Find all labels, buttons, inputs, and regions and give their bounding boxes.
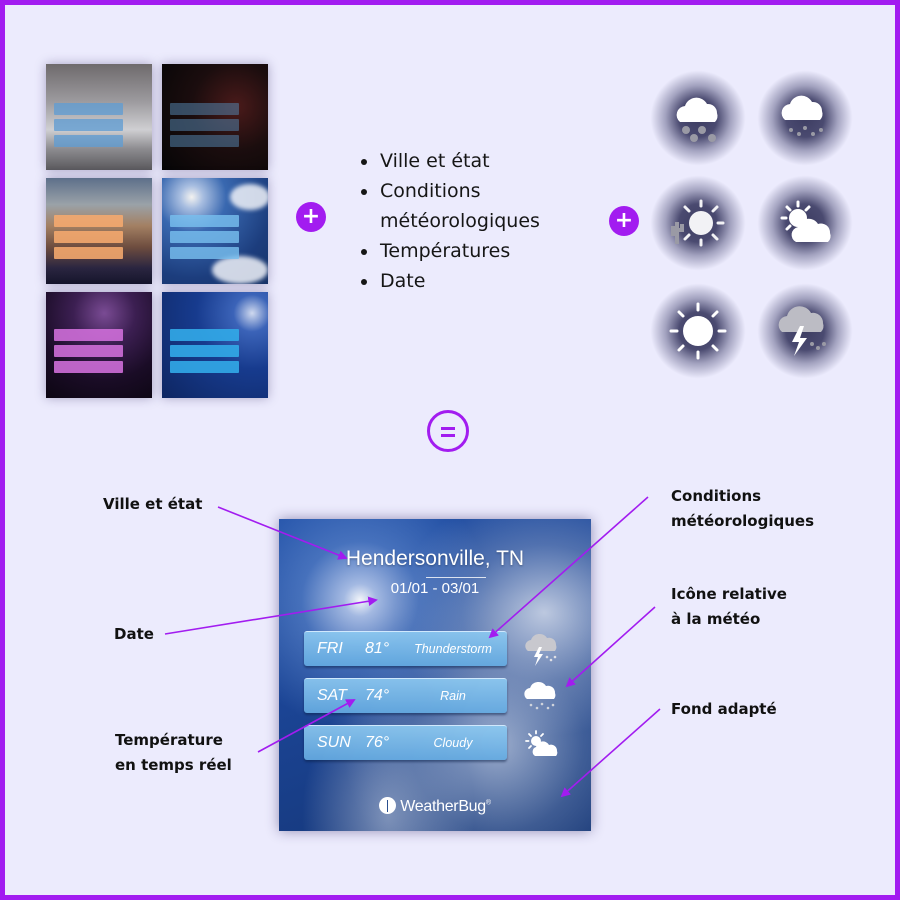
sunny-icon bbox=[650, 283, 746, 379]
thumb-bar bbox=[170, 215, 239, 227]
forecast-condition: Rain bbox=[440, 689, 466, 703]
rain-icon bbox=[757, 70, 853, 166]
plus-icon: + bbox=[609, 206, 639, 236]
widget-city: Hendersonville, TN bbox=[345, 547, 525, 570]
forecast-day: FRI bbox=[317, 640, 343, 657]
thumb-bar bbox=[54, 215, 123, 227]
equals-icon bbox=[427, 410, 469, 452]
forecast-condition: Thunderstorm bbox=[414, 642, 492, 656]
equals-bar bbox=[441, 434, 455, 437]
thumb-bar bbox=[170, 345, 239, 357]
widget-divider bbox=[426, 577, 486, 578]
forecast-row-fri: FRI 81° Thunderstorm bbox=[304, 631, 507, 666]
label-weather-conditions: Conditions météorologiques bbox=[671, 487, 814, 530]
partly-cloudy-icon bbox=[525, 730, 558, 756]
thunderstorm-icon bbox=[757, 283, 853, 379]
thumb-bar bbox=[170, 135, 239, 147]
label-date: Date bbox=[114, 625, 154, 643]
rain-icon bbox=[524, 681, 556, 710]
hot-sun-cactus-icon bbox=[650, 175, 746, 271]
thumb-bar bbox=[170, 247, 239, 259]
forecast-temp: 81° bbox=[365, 640, 390, 657]
equals-bar bbox=[441, 427, 455, 430]
thumb-bar bbox=[170, 231, 239, 243]
cloud-shape bbox=[230, 184, 268, 210]
forecast-day: SAT bbox=[317, 687, 347, 704]
forecast-day: SUN bbox=[317, 734, 351, 751]
forecast-condition: Cloudy bbox=[433, 736, 473, 750]
thumb-bar bbox=[54, 361, 123, 373]
thunderstorm-icon bbox=[525, 633, 557, 666]
feature-item: Ville et état bbox=[358, 146, 540, 176]
forecast-temp: 76° bbox=[365, 734, 390, 751]
thumb-bar bbox=[54, 231, 123, 243]
label-adapted-background: Fond adapté bbox=[671, 700, 777, 718]
thumb-bar bbox=[54, 247, 123, 259]
thumb-bar bbox=[54, 329, 123, 341]
forecast-temp: 74° bbox=[365, 687, 390, 704]
snow-icon bbox=[650, 70, 746, 166]
label-realtime-temperature: Température en temps réel bbox=[115, 731, 232, 774]
thumbnail-clear-sky bbox=[162, 292, 268, 398]
partly-cloudy-icon bbox=[757, 175, 853, 271]
label-weather-icon: Icône relative à la météo bbox=[671, 585, 787, 628]
thumb-bar bbox=[170, 329, 239, 341]
feature-item: Températures bbox=[358, 236, 540, 266]
weatherbug-bug-icon bbox=[379, 797, 397, 814]
weatherbug-logo: WeatherBug® bbox=[279, 797, 591, 816]
feature-item: Date bbox=[358, 266, 540, 296]
thumbnail-thunderstorm bbox=[46, 292, 152, 398]
plus-icon: + bbox=[296, 202, 326, 232]
thumb-bar bbox=[54, 119, 123, 131]
forecast-row-sun: SUN 76° Cloudy bbox=[304, 725, 507, 760]
thumbnail-sunny bbox=[162, 178, 268, 284]
weather-widget: Hendersonville, TN 01/01 - 03/01 FRI 81°… bbox=[279, 519, 591, 831]
thumb-bar bbox=[170, 103, 239, 115]
forecast-row-sat: SAT 74° Rain bbox=[304, 678, 507, 713]
thumb-bar bbox=[54, 135, 123, 147]
thumb-bar bbox=[170, 361, 239, 373]
thumbnail-snow bbox=[46, 64, 152, 170]
thumb-bar bbox=[54, 103, 123, 115]
thumbnail-night-rain bbox=[162, 64, 268, 170]
thumbnail-sunset bbox=[46, 178, 152, 284]
widget-date-range: 01/01 - 03/01 bbox=[390, 580, 480, 597]
cloud-shape bbox=[212, 256, 268, 284]
thumb-bar bbox=[170, 119, 239, 131]
thumb-bar bbox=[54, 345, 123, 357]
label-city-state: Ville et état bbox=[103, 495, 203, 513]
